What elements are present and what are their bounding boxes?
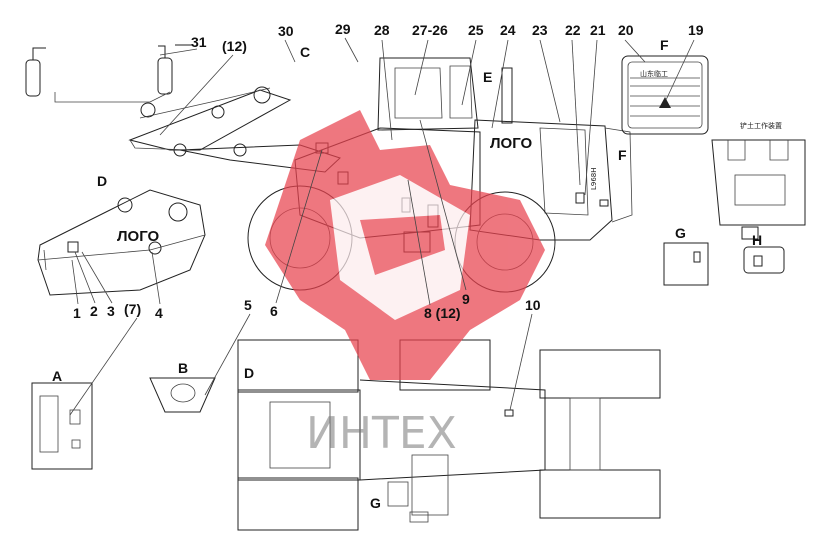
panel-f-brand: 山东临工 (640, 69, 668, 78)
view-g-topview-label: G (370, 495, 381, 511)
bucket-assembly (37, 189, 206, 296)
callout-5: 5 (244, 297, 252, 313)
callout-29: 29 (335, 21, 351, 37)
view-d-label: D (97, 173, 107, 189)
callout-10: 10 (525, 297, 541, 313)
view-e-label: E (483, 69, 492, 85)
view-h-label: H (752, 232, 762, 248)
leader-lines (69, 37, 695, 416)
brand-triangle-icon (659, 97, 671, 108)
callout-1: 1 (73, 305, 81, 321)
detail-a (31, 382, 93, 470)
red-gear-logo (265, 110, 545, 380)
view-g-label: G (675, 225, 686, 241)
view-d-topview-label: D (244, 365, 254, 381)
boom-logo-label: ЛОГО (117, 228, 159, 245)
callout-12-top: (12) (222, 38, 247, 54)
view-f-label: F (660, 37, 669, 53)
callout-2: 2 (90, 303, 98, 319)
cab-logo-label: ЛОГО (490, 135, 532, 152)
callout-9: 9 (462, 291, 470, 307)
callout-25: 25 (468, 22, 484, 38)
view-b-label: B (178, 360, 188, 376)
callout-30: 30 (278, 23, 294, 39)
view-c-label: C (300, 44, 310, 60)
callout-19: 19 (688, 22, 704, 38)
front-view (711, 139, 806, 240)
callout-31: 31 (191, 34, 207, 50)
callout-7: (7) (124, 301, 141, 317)
callout-23: 23 (532, 22, 548, 38)
callout-28: 28 (374, 22, 390, 38)
callout-22: 22 (565, 22, 581, 38)
detail-b (149, 377, 216, 413)
mirror-parts (25, 44, 192, 103)
watermark-text: ИНТЕХ (306, 408, 457, 459)
view-a-label: A (52, 368, 62, 384)
detail-g-h (663, 242, 785, 286)
front-view-caption: 铲土工作装置 (740, 121, 782, 130)
callout-4: 4 (155, 305, 163, 321)
panel-f-grille (621, 55, 709, 135)
model-text: L968H (590, 167, 598, 190)
callout-3: 3 (107, 303, 115, 319)
callout-24: 24 (500, 22, 516, 38)
callout-27-26: 27-26 (412, 22, 448, 38)
callout-6: 6 (270, 303, 278, 319)
view-f-arrow-label: F (618, 147, 627, 163)
callout-20: 20 (618, 22, 634, 38)
callout-8-12: 8 (12) (424, 305, 461, 321)
callout-21: 21 (590, 22, 606, 38)
